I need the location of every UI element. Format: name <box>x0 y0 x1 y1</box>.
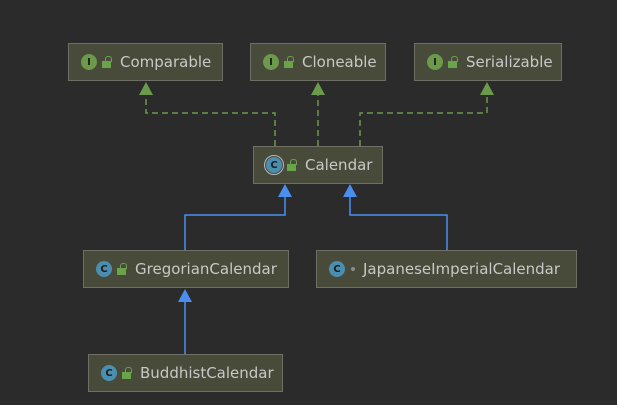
lock-icon <box>102 56 112 68</box>
arrowhead-calendar-left <box>278 184 292 197</box>
edge-calendar-implements-comparable <box>145 94 276 146</box>
lock-icon <box>448 56 458 68</box>
node-label: JapaneseImperialCalendar <box>363 260 561 278</box>
node-label: Comparable <box>120 53 212 71</box>
arrowhead-serializable <box>480 82 494 95</box>
class-icon: C <box>329 261 345 277</box>
node-serializable[interactable]: I Serializable <box>414 43 562 81</box>
arrowhead-calendar-right <box>343 184 357 197</box>
node-label: GregorianCalendar <box>135 260 277 278</box>
node-comparable[interactable]: I Comparable <box>68 43 223 81</box>
node-japanese-imperial-calendar[interactable]: C JapaneseImperialCalendar <box>316 250 577 288</box>
arrowhead-comparable <box>139 82 153 95</box>
class-icon: C <box>101 365 117 381</box>
interface-icon: I <box>81 54 97 70</box>
node-gregorian-calendar[interactable]: C GregorianCalendar <box>83 250 289 288</box>
edge-calendar-implements-serializable <box>359 94 488 146</box>
arrowhead-cloneable <box>311 82 325 95</box>
node-label: Cloneable <box>302 53 377 71</box>
abstract-class-icon: C <box>264 155 284 175</box>
class-icon: C <box>96 261 112 277</box>
lock-icon <box>284 56 294 68</box>
lock-icon <box>117 263 127 275</box>
lock-icon <box>287 159 297 171</box>
edge-japanese-extends-calendar <box>349 196 448 250</box>
node-label: Serializable <box>466 53 553 71</box>
interface-icon: I <box>427 54 443 70</box>
arrowhead-gregorian <box>178 289 192 302</box>
lock-icon <box>122 367 132 379</box>
node-buddhist-calendar[interactable]: C BuddhistCalendar <box>88 354 283 392</box>
node-cloneable[interactable]: I Cloneable <box>250 43 386 81</box>
node-calendar[interactable]: C Calendar <box>253 146 383 184</box>
interface-icon: I <box>263 54 279 70</box>
edge-gregorian-extends-calendar <box>184 196 286 250</box>
package-private-icon <box>351 267 355 271</box>
node-label: BuddhistCalendar <box>140 364 274 382</box>
node-label: Calendar <box>305 156 373 174</box>
